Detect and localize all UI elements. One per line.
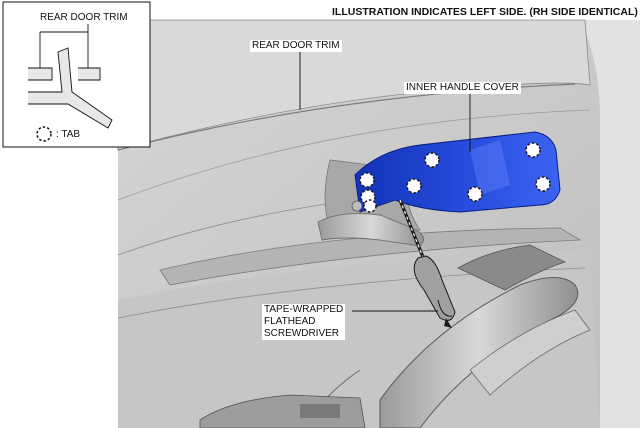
tab-marker <box>525 142 541 158</box>
tab-marker <box>406 178 422 194</box>
tab-marker <box>359 172 375 188</box>
tab-marker <box>467 186 483 202</box>
callout-rear-door-trim: REAR DOOR TRIM <box>250 40 342 52</box>
tab-marker <box>424 152 440 168</box>
inset-title: REAR DOOR TRIM <box>38 12 130 24</box>
callout-inner-handle-cover: INNER HANDLE COVER <box>404 82 521 94</box>
tab-legend-icon <box>36 126 52 142</box>
header-note: ILLUSTRATION INDICATES LEFT SIDE. (RH SI… <box>332 6 638 18</box>
callout-screwdriver-line1: TAPE-WRAPPED <box>264 304 344 315</box>
callout-screwdriver-line2: FLATHEAD <box>264 316 316 327</box>
inner-handle-cover <box>354 131 561 213</box>
tab-marker <box>535 176 551 192</box>
leader-lines <box>299 52 471 312</box>
flathead-screwdriver <box>398 199 456 328</box>
tab-legend-label: : TAB <box>54 129 83 141</box>
armrest-pull-handle <box>299 244 591 428</box>
tab-marker <box>363 199 377 213</box>
callout-screwdriver-line3: SCREWDRIVER <box>264 328 340 339</box>
callout-screwdriver: TAPE-WRAPPED FLATHEAD SCREWDRIVER <box>262 304 346 340</box>
tab-detail-inset <box>2 1 151 148</box>
inner-handle-lever <box>317 200 425 247</box>
tab-markers <box>359 142 551 213</box>
lower-bezel <box>199 394 366 428</box>
